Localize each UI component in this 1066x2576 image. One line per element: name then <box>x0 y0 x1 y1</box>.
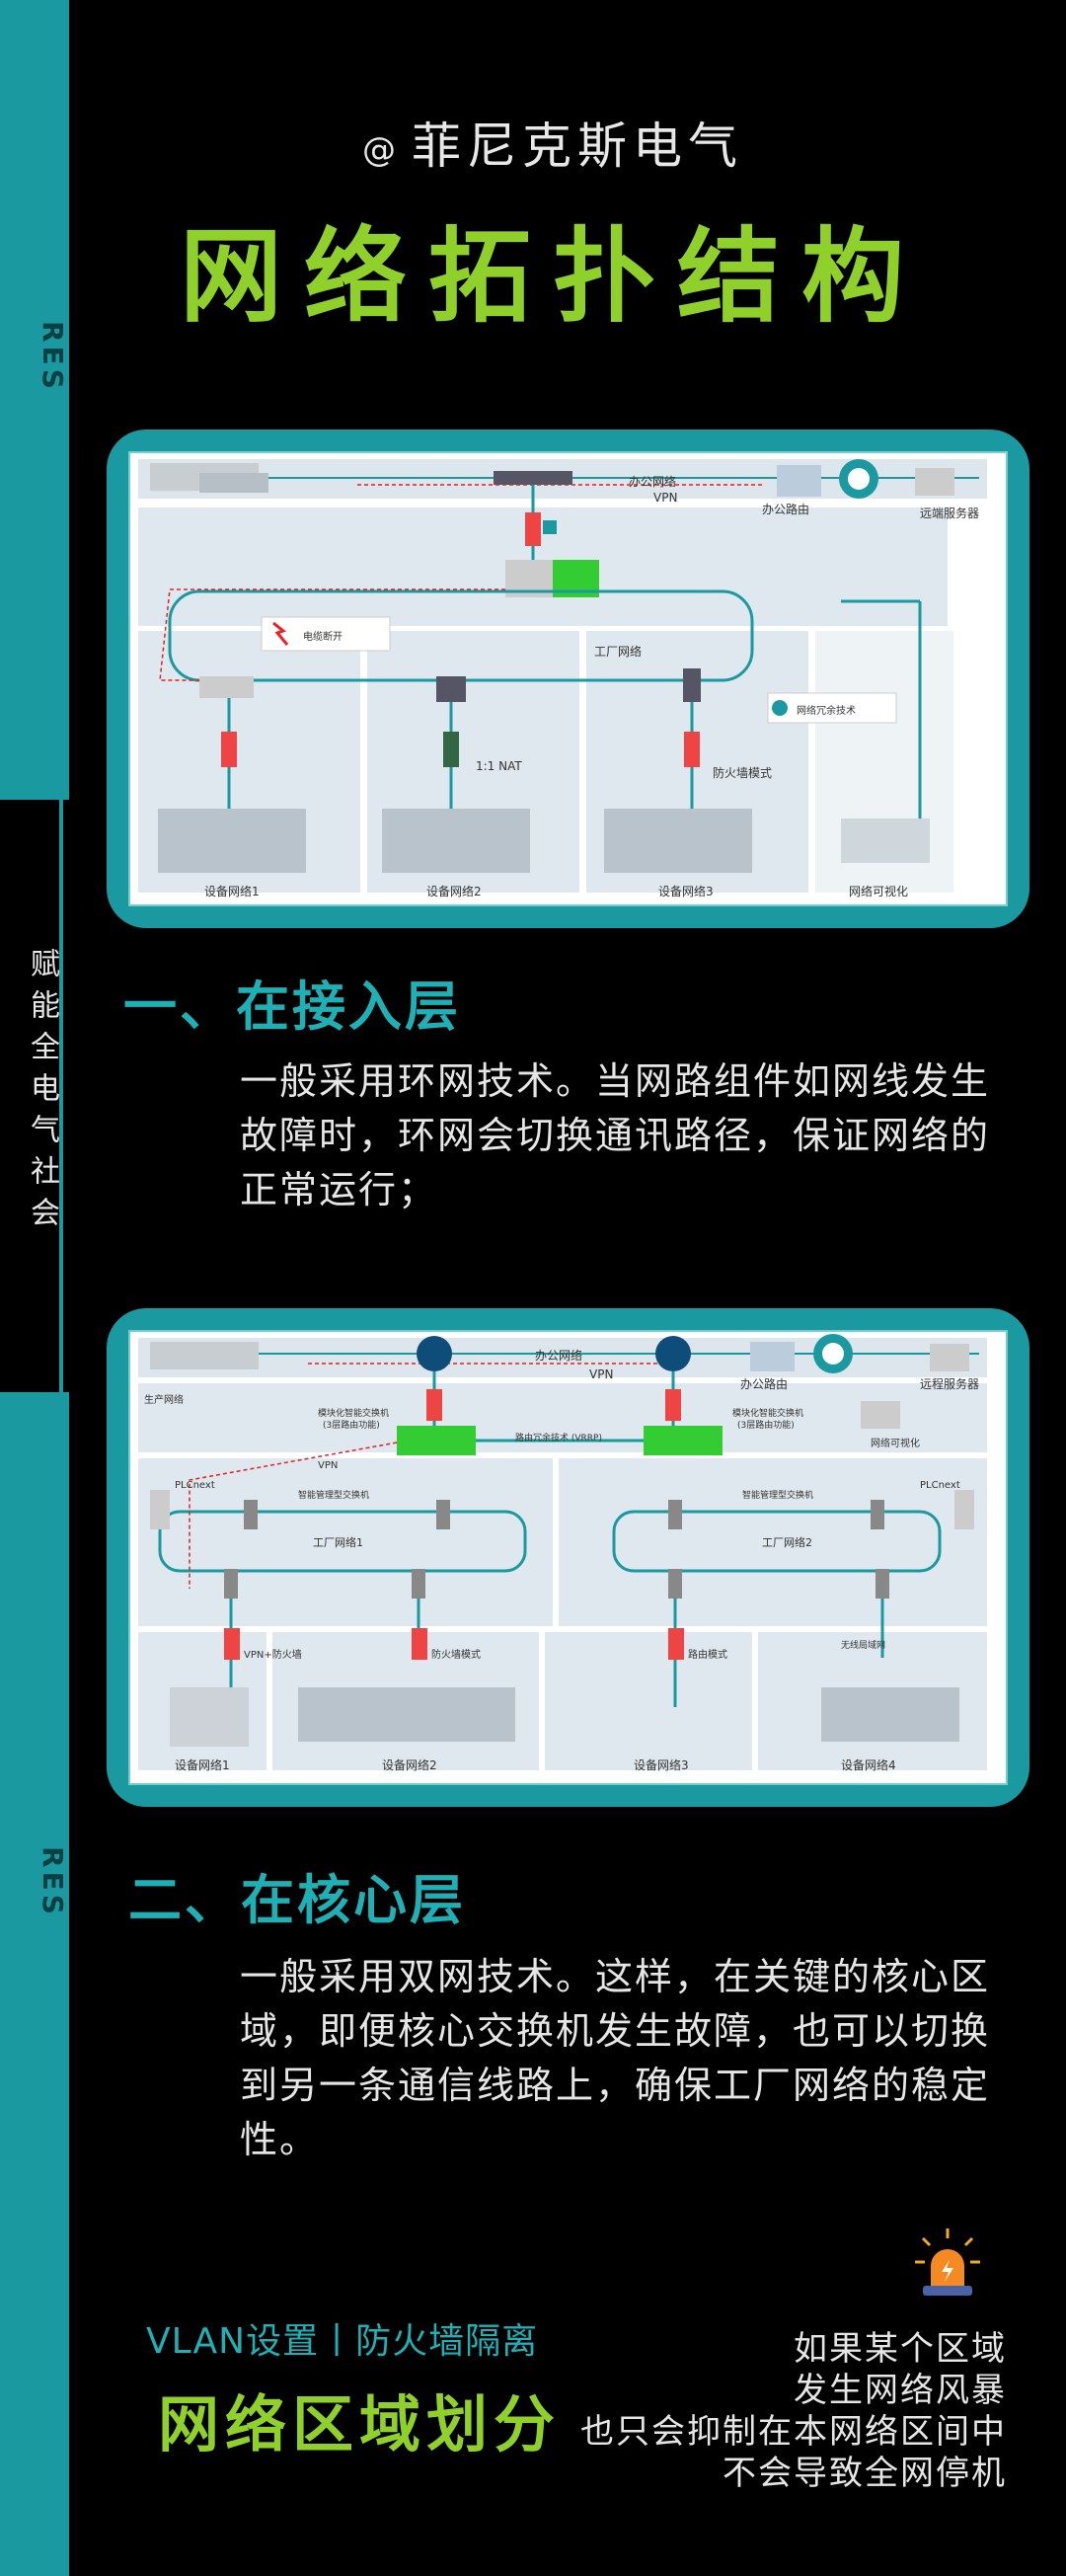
d1-vpn-label: VPN <box>653 491 678 505</box>
d2-device-net1-label: 设备网络1 <box>175 1758 230 1772</box>
d2-plcnext-a-label: PLCnext <box>175 1480 215 1491</box>
d2-device-net2-label: 设备网络2 <box>382 1758 437 1772</box>
d2-wireless-lan-label: 无线局域网 <box>841 1641 886 1651</box>
topology-diagram-2: 办公网络 VPN 办公路由 远程服务器 生产网络 模块化智能交换机 (3层路由功… <box>128 1330 1008 1785</box>
note-line: 如果某个区域 <box>794 2329 1007 2369</box>
d2-office-router-label: 办公路由 <box>740 1377 789 1391</box>
d2-device-net4-label: 设备网络4 <box>841 1758 896 1772</box>
d2-router-mode-label: 路由模式 <box>688 1650 727 1661</box>
sidebar-slogan: 赋能全电气社会 <box>25 948 59 1238</box>
d1-cable-break-label: 电缆断开 <box>303 632 343 643</box>
d1-factory-network-label: 工厂网络 <box>594 645 643 659</box>
d2-modular-switch-a-label: 模块化智能交换机 <box>318 1409 390 1419</box>
section2-text: 一般采用双网技术。这样，在关键的核心区域，即便核心交换机发生故障，也可以切换到另… <box>240 1955 991 2161</box>
d2-device-net3-label: 设备网络3 <box>634 1758 689 1772</box>
brand-line: @菲尼克斯电气 <box>0 107 1066 178</box>
d1-net-visual-label: 网络可视化 <box>849 885 909 898</box>
note-line: 也只会抑制在本网络区间中 <box>580 2412 1007 2452</box>
d1-redundancy-label: 网络冗余技术 <box>797 706 856 717</box>
d2-production-net-label: 生产网络 <box>144 1395 184 1406</box>
d2-firewall-mode-label: 防火墙模式 <box>431 1650 481 1661</box>
d2-factory-net1-label: 工厂网络1 <box>313 1536 363 1549</box>
d1-nat-label: 1:1 NAT <box>476 759 522 773</box>
d2-smart-switch-b-label: 智能管理型交换机 <box>742 1491 814 1501</box>
sidebar-tag-bottom: RES <box>37 1846 69 1918</box>
d2-modular-switch-a2-label: (3层路由功能) <box>323 1421 380 1431</box>
d1-device-net3-label: 设备网络3 <box>658 885 714 898</box>
d1-office-network-label: 办公网络 <box>629 475 677 489</box>
sidebar-bottom <box>0 1392 69 2576</box>
note-line: 不会导致全网停机 <box>723 2454 1007 2493</box>
section1-heading: 一、在接入层 <box>123 976 461 1038</box>
d1-firewall-mode-label: 防火墙模式 <box>713 766 773 780</box>
zone-title: 网络区域划分 <box>158 2388 562 2460</box>
d2-plcnext-b-label: PLCnext <box>920 1480 960 1491</box>
d2-smart-switch-a-label: 智能管理型交换机 <box>298 1491 370 1501</box>
alarm-icon <box>915 2228 980 2296</box>
vlan-caption: VLAN设置丨防火墙隔离 <box>146 2321 539 2362</box>
d2-vpn2-label: VPN <box>318 1460 339 1471</box>
d2-office-network-label: 办公网络 <box>535 1349 583 1363</box>
topology-diagram-1: 办公网络 VPN 办公路由 远端服务器 电缆断开 工厂网络 网络冗余技术 1:1… <box>128 451 1008 906</box>
d2-modular-switch-b2-label: (3层路由功能) <box>737 1421 795 1431</box>
d2-net-visual-label: 网络可视化 <box>871 1439 920 1449</box>
section2-heading: 二、在核心层 <box>128 1869 466 1931</box>
d1-device-net1-label: 设备网络1 <box>204 885 260 898</box>
brand-name: 菲尼克斯电气 <box>412 117 743 175</box>
sidebar-middle <box>0 800 63 1392</box>
sidebar-tag-top: RES <box>37 321 69 393</box>
d2-vpn-firewall-label: VPN+防火墙 <box>244 1650 302 1661</box>
d1-office-router-label: 办公路由 <box>762 503 810 516</box>
topology-graphic-2 <box>130 1332 1006 1783</box>
brand-at: @ <box>362 129 402 170</box>
diagram-card-2: 办公网络 VPN 办公路由 远程服务器 生产网络 模块化智能交换机 (3层路由功… <box>107 1308 1029 1807</box>
d2-modular-switch-b-label: 模块化智能交换机 <box>732 1409 804 1419</box>
d2-vrrp-label: 路由冗余技术 (VRRP) <box>515 1434 602 1444</box>
sidebar-top <box>0 0 69 800</box>
section1-text: 一般采用环网技术。当网路组件如网线发生故障时，环网会切换通讯路径，保证网络的正常… <box>240 1059 991 1211</box>
d2-vpn-label: VPN <box>589 1367 614 1381</box>
d1-device-net2-label: 设备网络2 <box>426 885 482 898</box>
storm-note: 如果某个区域 发生网络风暴 也只会抑制在本网络区间中 不会导致全网停机 <box>494 2328 1007 2494</box>
diagram-card-1: 办公网络 VPN 办公路由 远端服务器 电缆断开 工厂网络 网络冗余技术 1:1… <box>107 429 1029 928</box>
topology-graphic-1 <box>130 453 1006 904</box>
page-title: 网络拓扑结构 <box>179 216 926 337</box>
note-line: 发生网络风暴 <box>794 2371 1007 2410</box>
d2-factory-net2-label: 工厂网络2 <box>762 1536 812 1549</box>
d1-remote-server-label: 远端服务器 <box>920 507 980 520</box>
d2-remote-server-label: 远程服务器 <box>920 1377 980 1391</box>
